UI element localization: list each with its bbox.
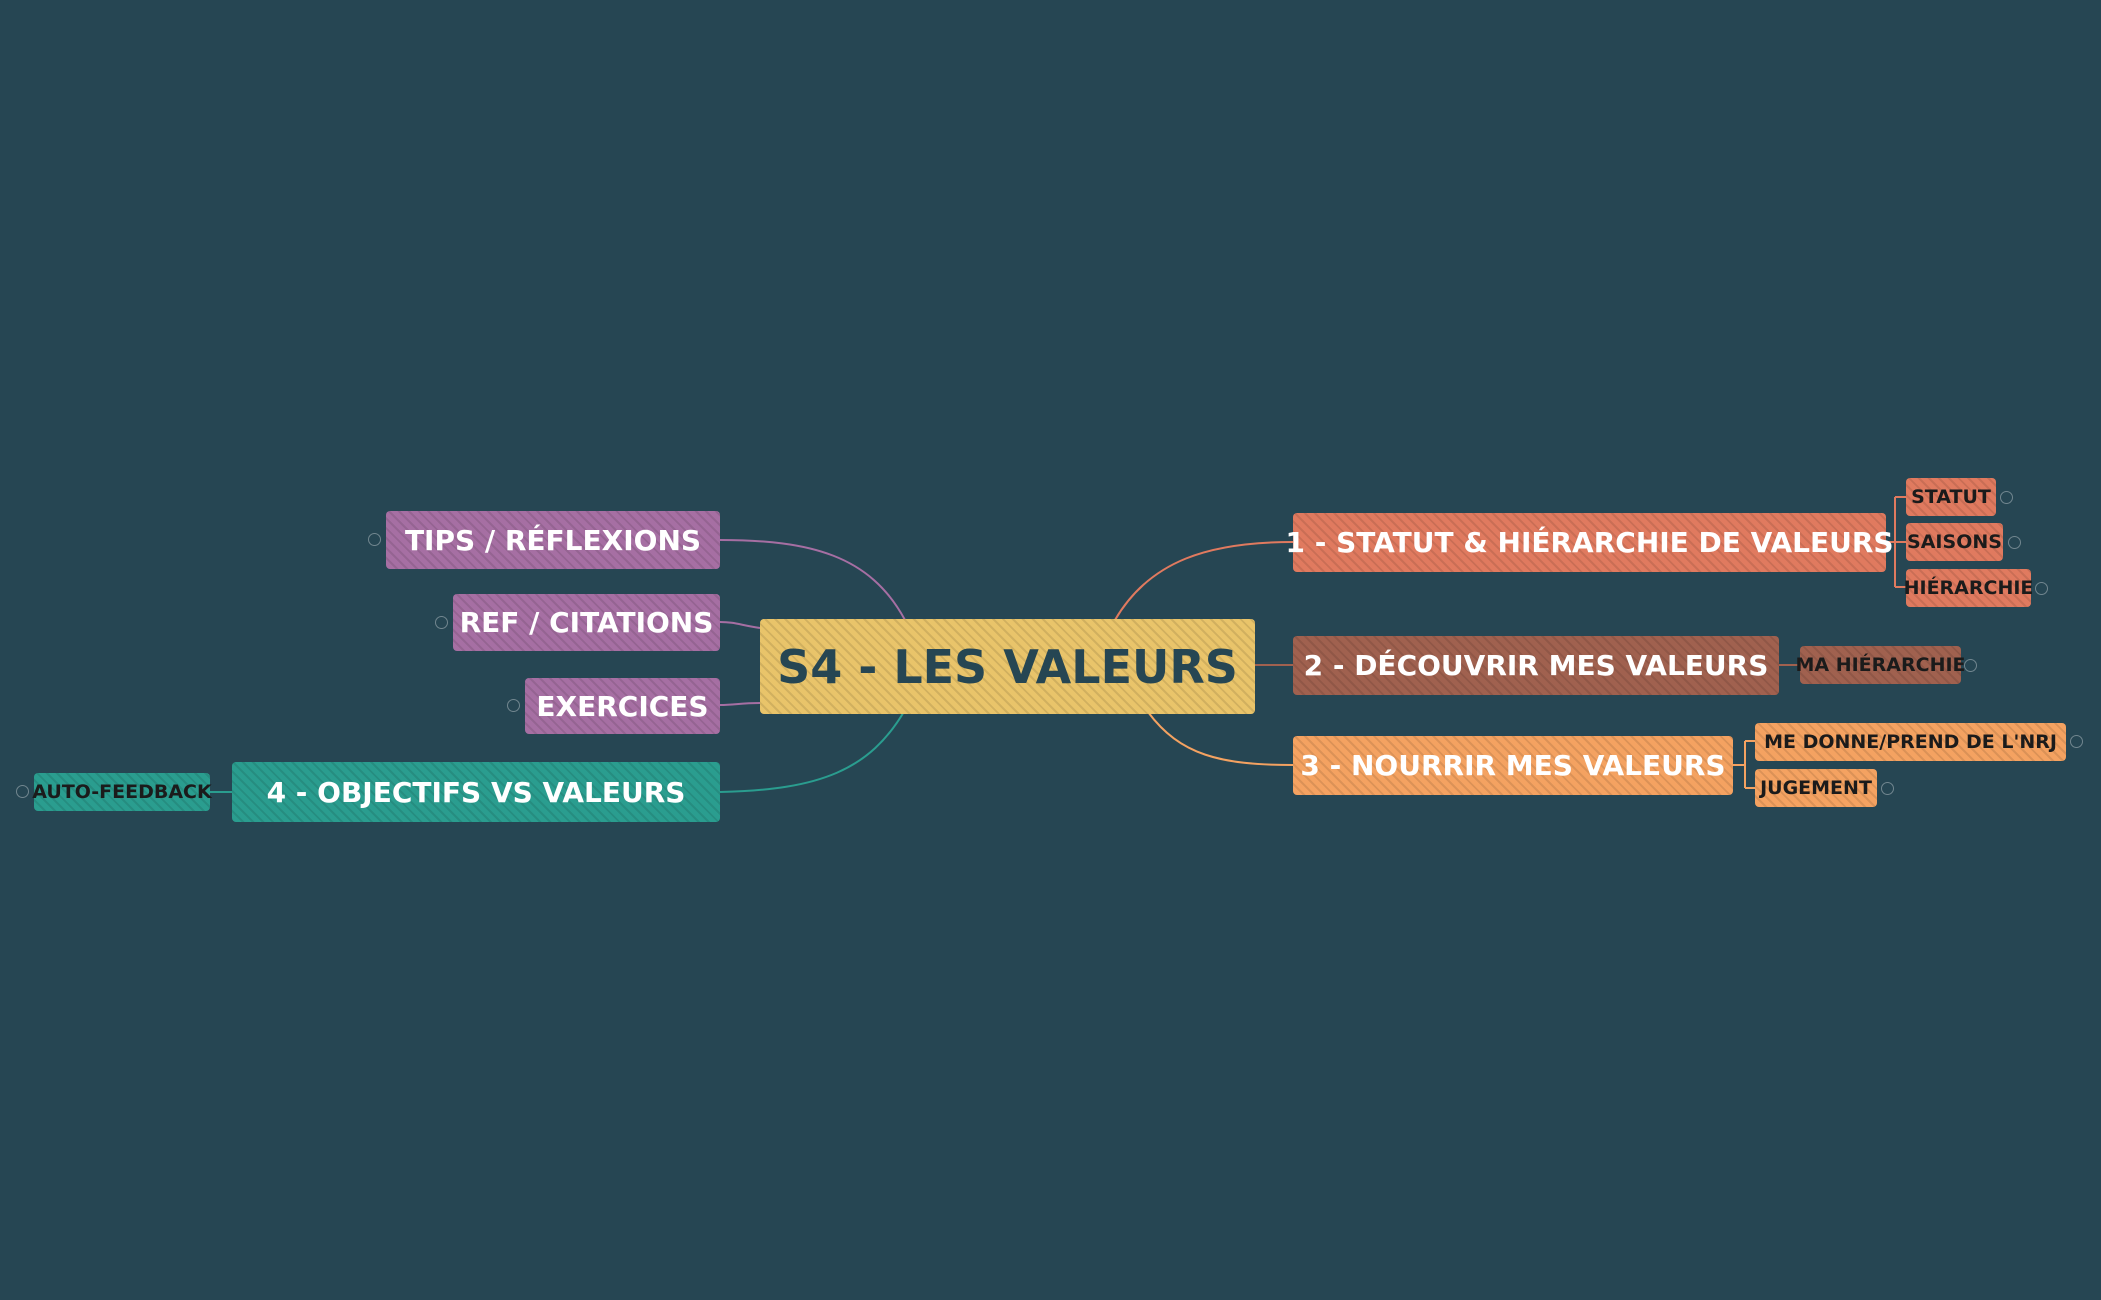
child-label: STATUT: [1911, 486, 1991, 508]
central-topic-label: S4 - LES VALEURS: [777, 639, 1238, 694]
exercices-label: EXERCICES: [536, 689, 709, 723]
topic-3-label: 3 - NOURRIR MES VALEURS: [1300, 749, 1726, 782]
child-label: SAISONS: [1907, 531, 2002, 553]
badge-icon: [16, 785, 29, 798]
topic-4[interactable]: 4 - OBJECTIFS VS VALEURS: [232, 762, 720, 822]
topic-1-label: 1 - STATUT & HIÉRARCHIE DE VALEURS: [1285, 526, 1894, 559]
topic-1-child-hierarchie[interactable]: HIÉRARCHIE: [1903, 569, 2034, 607]
topic-3-child-jugement[interactable]: JUGEMENT: [1755, 769, 1877, 807]
tips-label: TIPS / RÉFLEXIONS: [404, 523, 702, 557]
badge-icon: [507, 699, 520, 712]
connector-central-ref: [719, 621, 761, 629]
topic-1[interactable]: 1 - STATUT & HIÉRARCHIE DE VALEURS: [1285, 513, 1894, 572]
topic-2[interactable]: 2 - DÉCOUVRIR MES VALEURS: [1293, 636, 1779, 695]
bracket-topic1: [1886, 496, 1906, 588]
connector-central-tips: [719, 539, 906, 621]
badge-icon: [2070, 735, 2083, 748]
topic-2-child-ma-hierarchie[interactable]: MA HIÉRARCHIE: [1795, 646, 1966, 684]
connector-central-exercices: [719, 702, 761, 706]
badge-icon: [1881, 782, 1894, 795]
node-ref-citations[interactable]: REF / CITATIONS: [453, 594, 720, 651]
central-topic[interactable]: S4 - LES VALEURS: [760, 619, 1255, 714]
topic-3[interactable]: 3 - NOURRIR MES VALEURS: [1293, 736, 1733, 795]
child-label: MA HIÉRARCHIE: [1795, 654, 1966, 676]
topic-1-child-statut[interactable]: STATUT: [1906, 478, 1996, 516]
connector-central-topic3: [1147, 711, 1294, 766]
topic-4-label: 4 - OBJECTIFS VS VALEURS: [266, 775, 686, 809]
node-exercices[interactable]: EXERCICES: [525, 678, 720, 734]
topic-3-child-nrj[interactable]: ME DONNE/PREND DE L'NRJ: [1755, 723, 2066, 761]
badge-icon: [2000, 491, 2013, 504]
child-label: AUTO-FEEDBACK: [32, 781, 212, 803]
child-label: JUGEMENT: [1760, 777, 1872, 799]
topic-1-child-saisons[interactable]: SAISONS: [1906, 523, 2003, 561]
topic-2-label: 2 - DÉCOUVRIR MES VALEURS: [1303, 649, 1769, 682]
badge-icon: [2035, 582, 2048, 595]
badge-icon: [1964, 659, 1977, 672]
ref-label: REF / CITATIONS: [459, 606, 714, 639]
badge-icon: [435, 616, 448, 629]
child-label: ME DONNE/PREND DE L'NRJ: [1764, 731, 2057, 753]
node-tips-reflexions[interactable]: TIPS / RÉFLEXIONS: [386, 511, 720, 569]
badge-icon: [368, 533, 381, 546]
connector-central-topic4: [719, 709, 906, 793]
badge-icon: [2008, 536, 2021, 549]
connector-central-topic1: [1114, 541, 1294, 621]
child-label: HIÉRARCHIE: [1903, 577, 2034, 599]
topic-4-child-auto-feedback[interactable]: AUTO-FEEDBACK: [32, 773, 212, 811]
bracket-topic3: [1733, 740, 1755, 789]
